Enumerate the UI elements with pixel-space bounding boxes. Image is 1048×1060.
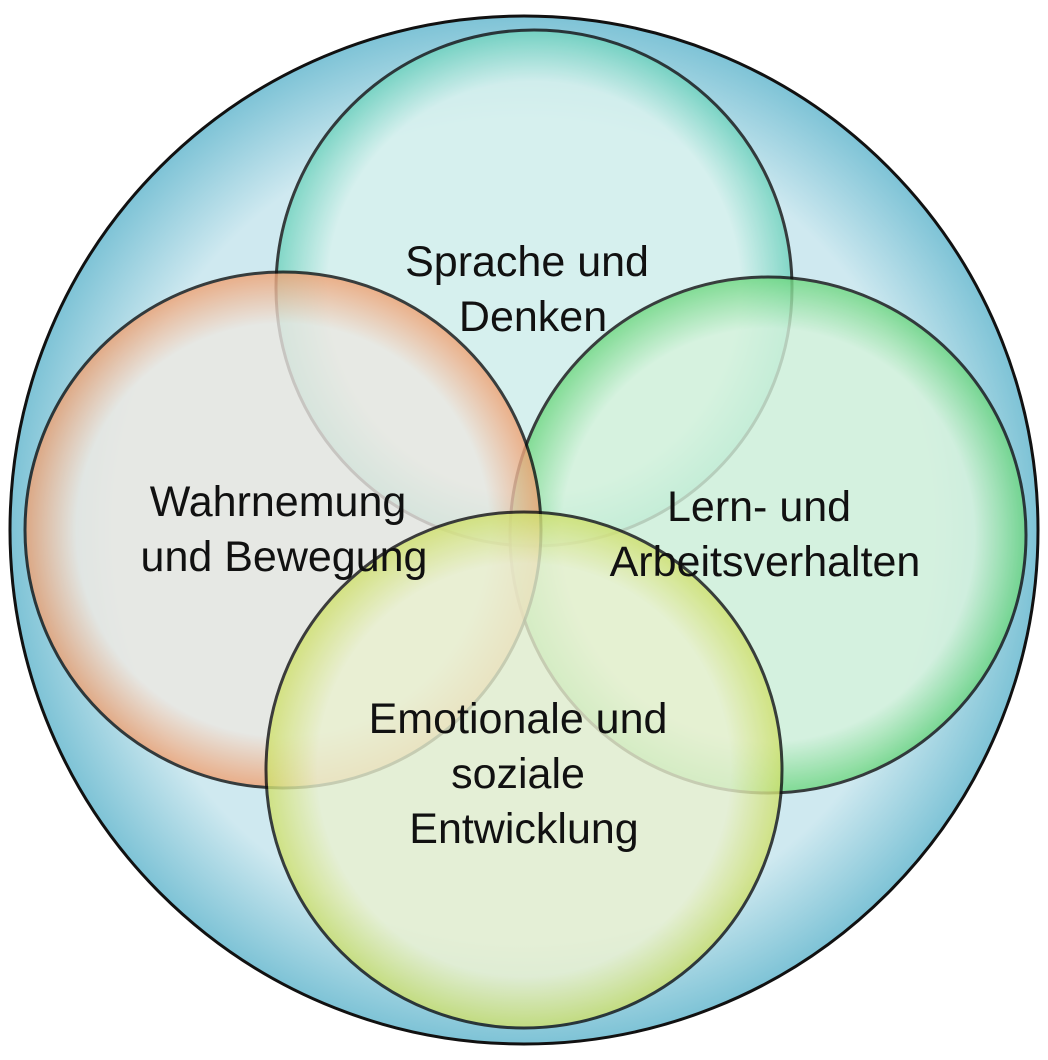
label-line: Emotionale und	[369, 695, 668, 743]
label-emotionale-und-soziale-entwicklung: Emotionale und soziale Entwicklung	[369, 695, 680, 853]
label-sprache-und-denken: Sprache und Denken	[405, 238, 661, 341]
label-line: Lern- und	[667, 483, 851, 531]
label-line: Wahrnemung	[150, 478, 407, 526]
label-line: Entwicklung	[409, 805, 638, 853]
label-lern-und-arbeitsverhalten: Lern- und Arbeitsverhalten	[610, 483, 921, 586]
label-line: Arbeitsverhalten	[610, 538, 921, 586]
label-line: soziale	[451, 750, 585, 798]
circle-emotionale-und-soziale-entwicklung	[264, 510, 784, 1030]
label-line: Sprache und	[405, 238, 649, 286]
label-line: und Bewegung	[141, 533, 428, 581]
label-group: Sprache und Denken Lern- und Arbeitsverh…	[141, 238, 921, 853]
label-wahrnemung-und-bewegung: Wahrnemung und Bewegung	[141, 478, 428, 581]
label-line: Denken	[459, 293, 607, 341]
circle-group	[23, 28, 1028, 1030]
